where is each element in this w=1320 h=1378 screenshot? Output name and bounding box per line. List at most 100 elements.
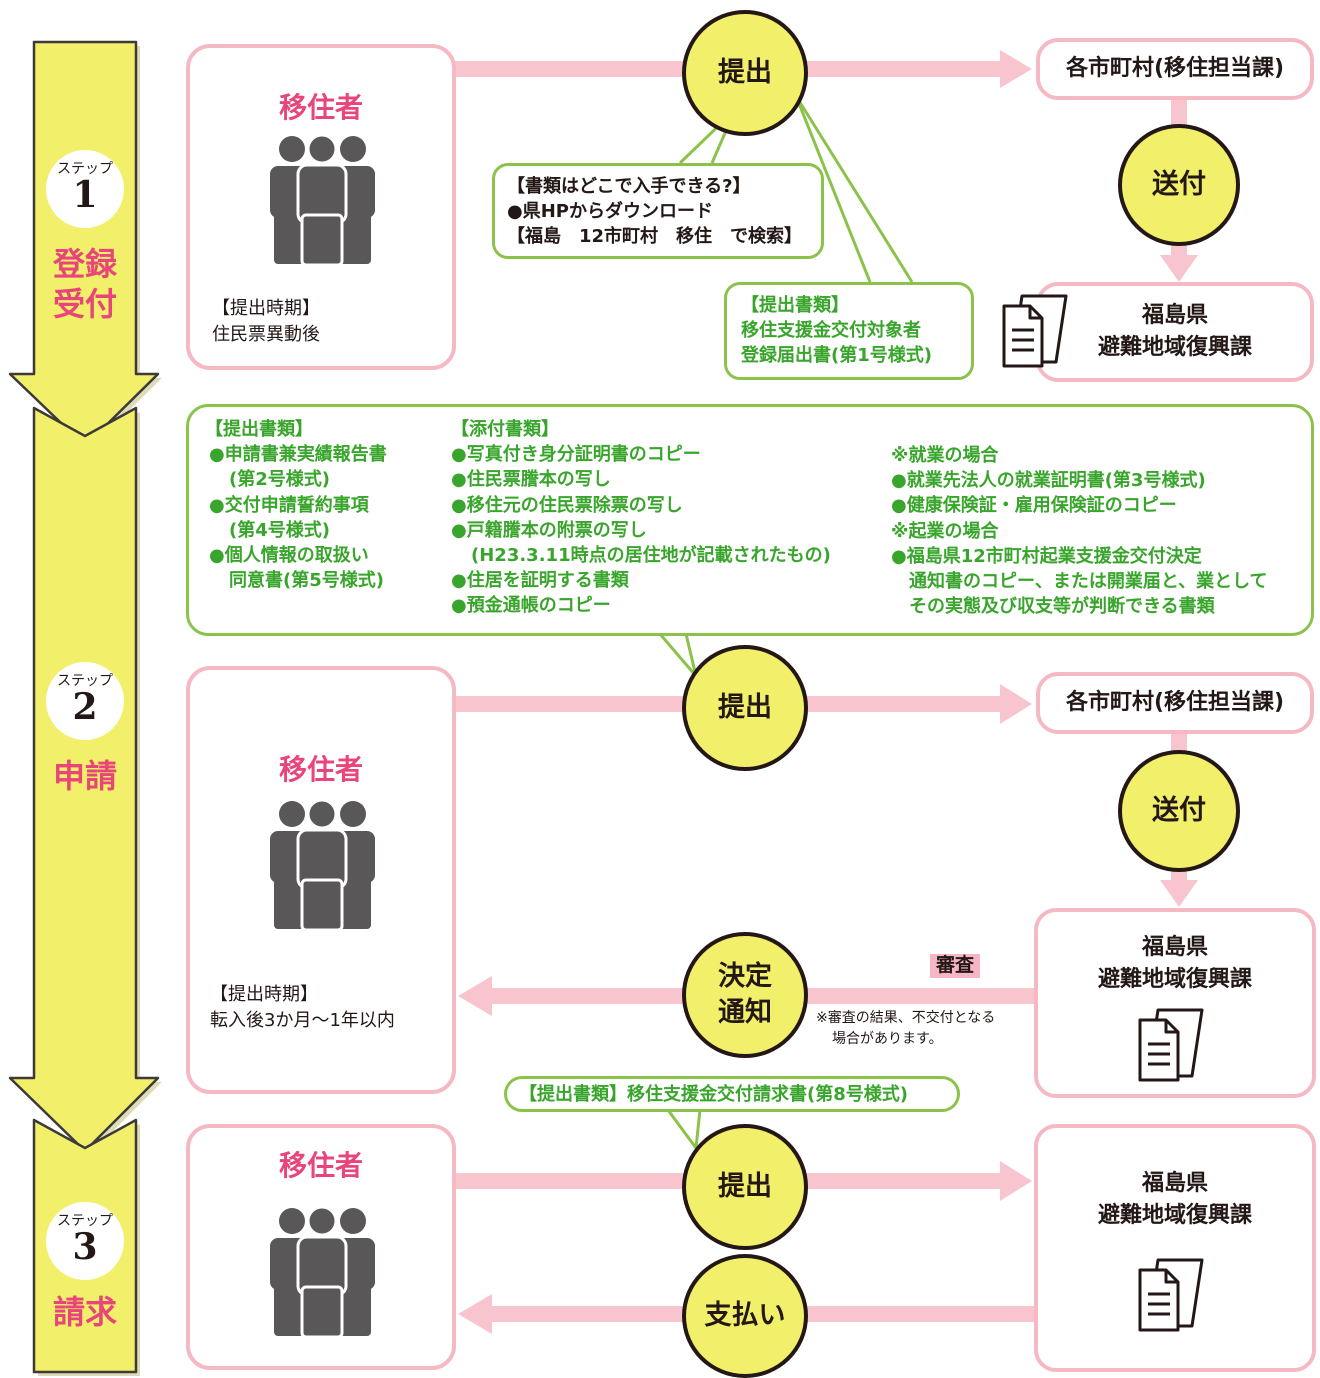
- decision-line: 決定: [718, 960, 772, 992]
- submit-label: 提出: [718, 691, 772, 723]
- case-docs-item: ●就業先法人の就業証明書(第3号様式): [891, 470, 1206, 492]
- prefecture-line1: 福島県: [1141, 303, 1208, 329]
- step1-name-line: 登録: [52, 245, 117, 283]
- howto-callout: 【書類はどこで入手できる?】 ●県HPからダウンロード 【福島 12市町村 移住…: [492, 163, 824, 259]
- step1-arrow: [8, 40, 160, 448]
- prefecture-box-step3: 福島県 避難地域復興課: [1034, 1124, 1316, 1372]
- attach-docs-item: ●移住元の住民票除票の写し: [451, 494, 683, 516]
- submit-docs-item: ●申請書兼実績報告書: [209, 444, 387, 466]
- step1-name-line: 受付: [52, 285, 117, 323]
- step3-badge: ステップ 3: [46, 1202, 124, 1280]
- attach-docs-item: ●住民票謄本の写し: [451, 469, 611, 491]
- step1-badge-number: 1: [72, 174, 98, 216]
- callout-tail-docs3: [666, 1109, 702, 1150]
- prefecture-line1: 福島県: [1141, 1171, 1208, 1196]
- case-docs-list: ※就業の場合 ●就業先法人の就業証明書(第3号様式) ●健康保険証・雇用保険証の…: [891, 443, 1268, 619]
- municipality-label: 各市町村(移住担当課): [1065, 690, 1285, 716]
- docs-line: 登録届出書(第1号様式): [741, 345, 932, 367]
- period-step2: 【提出時期】 転入後3か月～1年以内: [210, 982, 395, 1034]
- period-label: 【提出時期】: [210, 984, 318, 1005]
- flow-arrow-s2-return-head: [458, 976, 492, 1016]
- case-docs-item: ●福島県12市町村起業支援金交付決定: [891, 545, 1202, 567]
- submit-label: 提出: [718, 56, 772, 88]
- step2-badge-label: ステップ: [57, 673, 113, 689]
- document-icon: [1138, 1258, 1204, 1332]
- docs-callout-step2: 【提出書類】 ●申請書兼実績報告書 (第2号様式) ●交付申請誓約事項 (第4号…: [186, 404, 1314, 636]
- step2-name: 申請: [25, 756, 145, 796]
- review-label: 審査: [930, 954, 981, 978]
- submit-docs-list: 【提出書類】 ●申請書兼実績報告書 (第2号様式) ●交付申請誓約事項 (第4号…: [205, 417, 387, 593]
- period-value: 住民票異動後: [212, 324, 320, 346]
- municipality-box-step2: 各市町村(移住担当課): [1036, 672, 1314, 734]
- flow-arrow-s1-down-head: [1160, 255, 1198, 282]
- send-label: 送付: [1152, 794, 1206, 826]
- submit-docs-item: 【提出書類】: [205, 419, 313, 440]
- howto-line: ●県HPからダウンロード: [507, 201, 713, 223]
- flow-arrow-s3-head: [1000, 1161, 1032, 1201]
- payment-circle: 支払い: [682, 1254, 808, 1378]
- prefecture-line2: 避難地域復興課: [1097, 335, 1252, 360]
- person-icon-group-3: [270, 1205, 375, 1339]
- submit-docs-item: 同意書(第5号様式): [229, 570, 384, 592]
- step3-name: 請求: [25, 1292, 145, 1332]
- submit-docs-item: ●交付申請誓約事項: [209, 494, 369, 516]
- step1-name: 登録 受付: [25, 244, 145, 324]
- prefecture-line2: 避難地域復興課: [1097, 1202, 1252, 1228]
- howto-line: 【福島 12市町村 移住 で検索】: [507, 226, 803, 248]
- review-note-line: 場合があります。: [832, 1031, 943, 1047]
- step2-badge: ステップ 2: [46, 662, 124, 740]
- docs-callout-step3: 【提出書類】移住支援金交付請求書(第8号様式): [504, 1076, 960, 1112]
- decision-line: 通知: [718, 997, 772, 1028]
- payment-label: 支払い: [704, 1299, 786, 1331]
- person-icon-group-1: [270, 133, 375, 267]
- submit-circle-step3: 提出: [682, 1124, 808, 1250]
- flow-arrow-s2-down-head: [1160, 880, 1198, 907]
- send-circle-step1: 送付: [1118, 124, 1240, 246]
- howto-line: 【書類はどこで入手できる?】: [507, 176, 751, 197]
- step2-badge-number: 2: [72, 686, 98, 728]
- step3-badge-number: 3: [72, 1226, 98, 1268]
- prefecture-line1: 福島県: [1141, 935, 1208, 960]
- attach-docs-item: ●写真付き身分証明書のコピー: [451, 444, 701, 466]
- migrant-box-step3: [186, 1124, 456, 1370]
- docs-line: 【提出書類】: [741, 295, 849, 316]
- step3-badge-label: ステップ: [57, 1213, 113, 1229]
- send-circle-step2: 送付: [1118, 750, 1240, 872]
- step1-badge-label: ステップ: [57, 161, 113, 177]
- migrant-title-step2: 移住者: [278, 753, 363, 786]
- review-note-line: ※審査の結果、不交付となる: [816, 1010, 996, 1026]
- period-step1: 【提出時期】 住民票異動後: [212, 296, 320, 348]
- step3-name-line: 請求: [52, 1293, 117, 1331]
- step2-name-line: 申請: [52, 757, 117, 795]
- migrant-title-step3: 移住者: [278, 1149, 363, 1182]
- period-label: 【提出時期】: [212, 298, 320, 319]
- step2-arrow: [8, 406, 160, 1153]
- case-docs-item: ※就業の場合: [891, 445, 999, 466]
- case-docs-item: ●健康保険証・雇用保険証のコピー: [891, 495, 1177, 517]
- migrant-title-step1: 移住者: [278, 91, 363, 124]
- submit-docs-item: (第4号様式): [229, 519, 330, 541]
- step1-badge: ステップ 1: [46, 150, 124, 228]
- attach-docs-list: 【添付書類】 ●写真付き身分証明書のコピー ●住民票謄本の写し ●移住元の住民票…: [451, 417, 831, 619]
- case-docs-item: その実態及び収支等が判断できる書類: [909, 596, 1215, 618]
- migrant-box-step2: [186, 666, 456, 1094]
- document-icon: [1002, 294, 1068, 368]
- attach-docs-item: ●戸籍謄本の附票の写し: [451, 519, 647, 541]
- prefecture-line2: 避難地域復興課: [1097, 966, 1252, 992]
- migrant-box-step1: [186, 44, 456, 370]
- review-note: ※審査の結果、不交付となる 場合があります。: [816, 1008, 995, 1050]
- flow-arrow-s1-head: [1000, 50, 1032, 88]
- municipality-label: 各市町村(移住担当課): [1065, 56, 1285, 82]
- flow-arrow-s2-head: [1000, 684, 1032, 724]
- docs-step3-label: 【提出書類】移住支援金交付請求書(第8号様式): [519, 1084, 908, 1105]
- attach-docs-item: ●住居を証明する書類: [451, 570, 629, 592]
- case-docs-item: 通知書のコピー、または開業届と、業として: [909, 570, 1268, 592]
- attach-docs-item: ●預金通帳のコピー: [451, 595, 611, 617]
- send-label: 送付: [1152, 168, 1206, 200]
- decision-circle: 決定 通知: [682, 932, 808, 1058]
- municipality-box-step1: 各市町村(移住担当課): [1036, 38, 1314, 100]
- attach-docs-item: 【添付書類】: [451, 419, 559, 440]
- flow-arrow-s3-return-head: [458, 1294, 492, 1334]
